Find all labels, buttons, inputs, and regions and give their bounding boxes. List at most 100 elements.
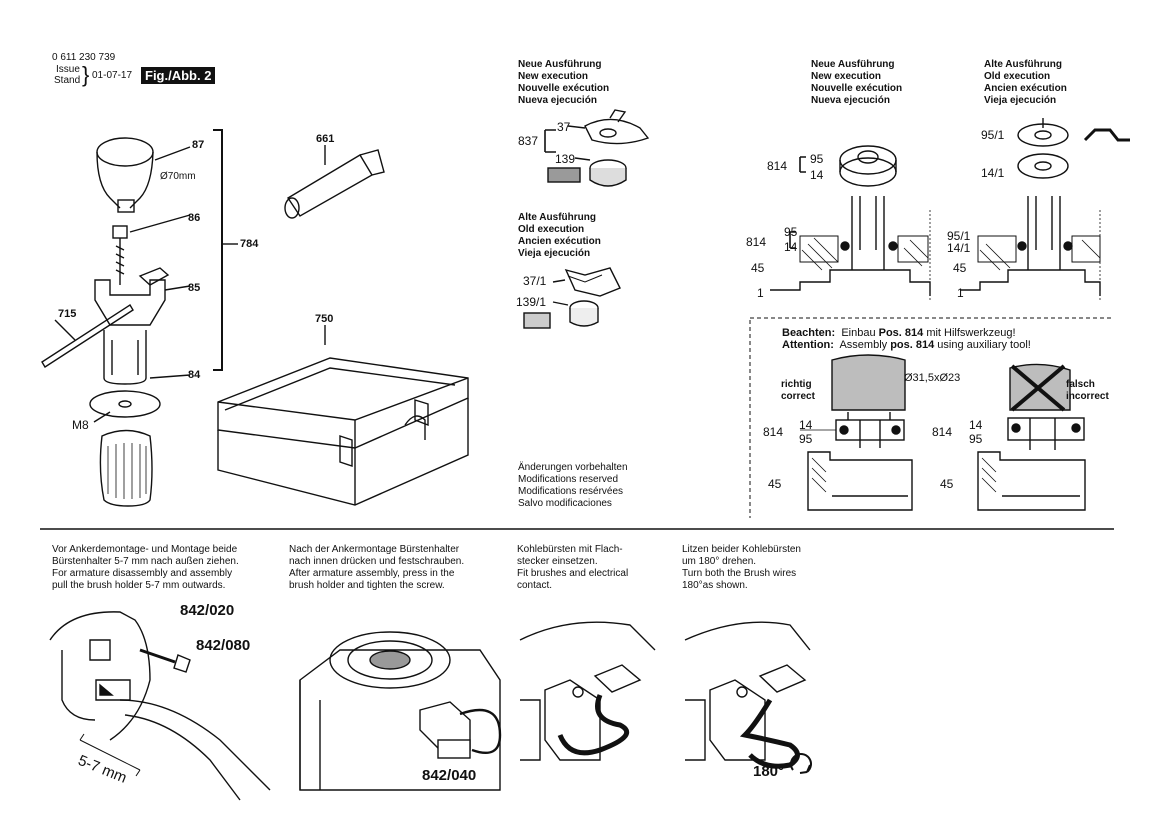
label-95-correct: 95 [799, 432, 813, 446]
beachten-text-b: mit Hilfswerkzeug! [923, 327, 1016, 339]
issue-date: 01-07-17 [92, 70, 133, 81]
label-84: 84 [188, 369, 201, 381]
instruction-line: stecker einsetzen. [517, 556, 598, 567]
assembly-incorrect-drawing [977, 363, 1086, 511]
label-45-incorrect: 45 [940, 477, 954, 491]
heading-en: Old execution [984, 71, 1051, 82]
new-execution-heading-mid: Neue Ausführung New execution Nouvelle e… [518, 59, 609, 107]
diameter-label: Ø31,5xØ23 [904, 372, 961, 384]
instruction-line: Turn both the Brush wires [682, 568, 797, 579]
label-139-1: 139/1 [516, 295, 547, 309]
heading-es: Vieja ejecución [518, 248, 591, 259]
label-814-top: 814 [767, 159, 788, 173]
label-139: 139 [555, 152, 576, 166]
label-14-top: 14 [810, 168, 824, 182]
attention-note: Attention: Assembly pos. 814 using auxil… [782, 339, 1031, 351]
attention-text-a: Assembly [839, 339, 891, 351]
label-14-1-top: 14/1 [981, 166, 1005, 180]
heading-es: Nueva ejecución [518, 95, 597, 106]
label-95-mid: 95 [784, 225, 798, 239]
instruction-line: contact. [517, 580, 553, 591]
note-de: Änderungen vorbehalten [518, 462, 628, 473]
label-14-mid: 14 [784, 240, 798, 254]
attention-bold: pos. 814 [890, 339, 935, 351]
label-95-incorrect: 95 [969, 432, 983, 446]
beachten-text-a: Einbau [841, 327, 879, 339]
label-750: 750 [315, 313, 334, 325]
brace-glyph: } [82, 62, 90, 87]
label-842-080: 842/080 [196, 637, 251, 654]
label-37: 37 [557, 120, 571, 134]
brush-holder-pull-illustration [49, 611, 271, 801]
instruction-turn-wires: Litzen beider Kohlebürsten um 180° drehe… [682, 544, 801, 592]
label-814-incorrect: 814 [932, 425, 953, 439]
note-fr: Modifications resérvées [518, 486, 624, 497]
note-es: Salvo modificaciones [518, 498, 612, 509]
heading-fr: Ancien exécution [518, 236, 601, 247]
label-45-old: 45 [953, 261, 967, 275]
label-814-mid: 814 [746, 235, 767, 249]
figure-label: Fig./Abb. 2 [141, 67, 216, 84]
label-180-degrees: 180° [753, 763, 785, 780]
brush-holder-press-illustration [299, 631, 502, 791]
heading-es: Nueva ejecución [811, 95, 890, 106]
label-95-1-mid: 95/1 [947, 229, 971, 243]
heading-de: Neue Ausführung [811, 59, 895, 70]
label-95-top: 95 [810, 152, 824, 166]
side-handle-exploded-view [41, 129, 238, 507]
label-45-correct: 45 [768, 477, 782, 491]
wire-rotate-illustration [684, 621, 812, 774]
beachten-label: Beachten: [782, 327, 836, 339]
label-95-1-top: 95/1 [981, 128, 1005, 142]
heading-de: Alte Ausführung [984, 59, 1062, 70]
attention-label: Attention: [782, 339, 834, 351]
label-85: 85 [188, 282, 201, 294]
bearing-new-drawing [770, 145, 931, 300]
beachten-bold: Pos. 814 [878, 327, 924, 339]
instruction-line: nach innen drücken und festschrauben. [289, 556, 465, 567]
label-1-new: 1 [757, 286, 764, 300]
instruction-line: Fit brushes and electrical [517, 568, 629, 579]
note-en: Modifications reserved [518, 474, 619, 485]
changes-reserved-note: Änderungen vorbehalten Modifications res… [518, 462, 628, 510]
brush-insert-illustration [519, 621, 656, 761]
instruction-line: Litzen beider Kohlebürsten [682, 544, 801, 555]
instruction-line: pull the brush holder 5-7 mm outwards. [52, 580, 226, 591]
assembly-correct-drawing [800, 354, 913, 511]
part-number: 0 611 230 739 [52, 52, 116, 63]
label-m8: M8 [72, 418, 89, 432]
instruction-line: Nach der Ankermontage Bürstenhalter [289, 544, 460, 555]
old-execution-heading-right: Alte Ausführung Old execution Ancien exé… [984, 59, 1067, 107]
new-execution-heading-right: Neue Ausführung New execution Nouvelle e… [811, 59, 902, 107]
label-45-new: 45 [751, 261, 765, 275]
instruction-line: Kohlebürsten mit Flach- [517, 544, 623, 555]
label-837: 837 [518, 134, 539, 148]
label-715: 715 [58, 308, 77, 320]
instruction-line: um 180° drehen. [682, 556, 757, 567]
correct-label: correct [781, 391, 815, 402]
instruction-fit-brushes: Kohlebürsten mit Flach- stecker einsetze… [517, 544, 628, 592]
heading-en: New execution [518, 71, 589, 82]
label-86: 86 [188, 212, 201, 224]
label-14-correct: 14 [799, 418, 813, 432]
stand-label: Stand [54, 75, 81, 86]
label-842-020: 842/020 [180, 602, 235, 619]
brush-parts-old-drawing [523, 267, 621, 329]
label-1-old: 1 [957, 286, 964, 300]
instruction-line: Bürstenhalter 5-7 mm nach außen ziehen. [52, 556, 239, 567]
instruction-line: 180°as shown. [682, 580, 748, 591]
label-842-040: 842/040 [422, 767, 477, 784]
beachten-note: Beachten: Einbau Pos. 814 mit Hilfswerkz… [782, 327, 1016, 339]
bearing-old-drawing [960, 118, 1130, 300]
heading-en: New execution [811, 71, 882, 82]
incorrect-label: incorrect [1066, 391, 1109, 402]
old-execution-heading-mid: Alte Ausführung Old execution Ancien exé… [518, 212, 601, 260]
label-784: 784 [240, 238, 259, 250]
instruction-press-holder: Nach der Ankermontage Bürstenhalter nach… [289, 544, 464, 592]
instruction-line: Vor Ankerdemontage- und Montage beide [52, 544, 238, 555]
instruction-line: brush holder and tighten the screw. [289, 580, 445, 591]
label-14-incorrect: 14 [969, 418, 983, 432]
carry-case-drawing [217, 325, 469, 506]
heading-fr: Nouvelle exécution [811, 83, 903, 94]
issue-label: Issue [56, 64, 80, 75]
